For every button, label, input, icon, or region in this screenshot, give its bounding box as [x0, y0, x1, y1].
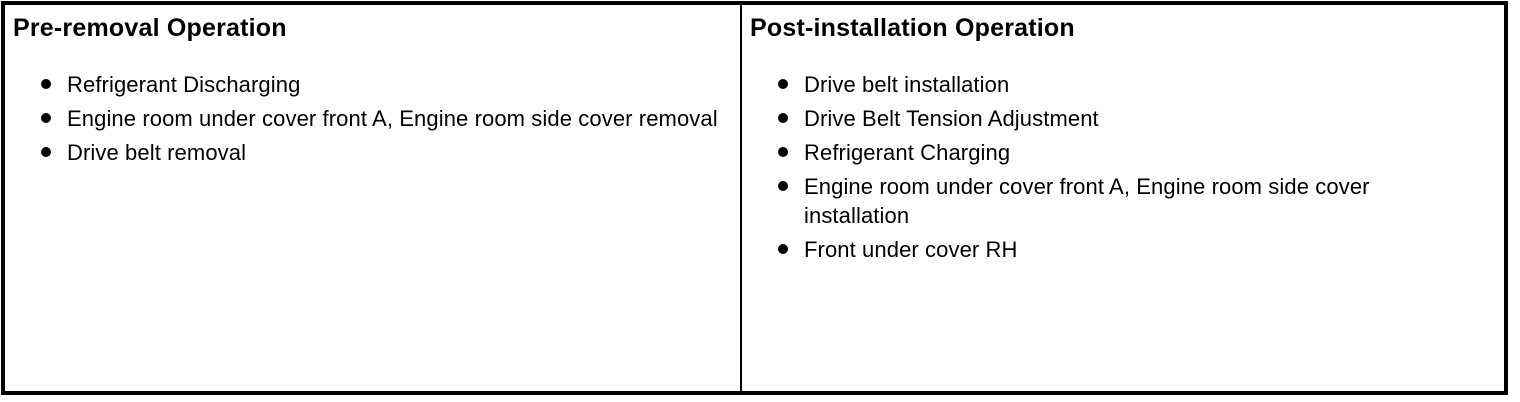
list-item-label: Refrigerant Discharging — [67, 72, 301, 97]
list-item: Drive belt removal — [41, 138, 730, 167]
list-item: Front under cover RH — [778, 235, 1494, 264]
list-item-label: Front under cover RH — [804, 237, 1018, 262]
list-item: Drive Belt Tension Adjustment — [778, 104, 1494, 133]
list-item-label: Engine room under cover front A, Engine … — [67, 106, 718, 131]
bullet-icon — [778, 181, 788, 191]
post-installation-header: Post-installation Operation — [750, 14, 1075, 42]
post-installation-list: Drive belt installation Drive Belt Tensi… — [750, 70, 1494, 264]
bullet-icon — [41, 79, 51, 89]
list-item: Refrigerant Discharging — [41, 70, 730, 99]
pre-removal-list: Refrigerant Discharging Engine room unde… — [13, 70, 730, 167]
list-item-label: Drive belt installation — [804, 72, 1010, 97]
pre-removal-column: Pre-removal Operation Refrigerant Discha… — [5, 5, 742, 391]
bullet-icon — [778, 147, 788, 157]
post-installation-column: Post-installation Operation Drive belt i… — [742, 5, 1504, 391]
operations-table: Pre-removal Operation Refrigerant Discha… — [1, 1, 1508, 395]
list-item: Engine room under cover front A, Engine … — [778, 172, 1494, 230]
list-item: Engine room under cover front A, Engine … — [41, 104, 730, 133]
list-item: Drive belt installation — [778, 70, 1494, 99]
list-item-label: Drive Belt Tension Adjustment — [804, 106, 1099, 131]
list-item: Refrigerant Charging — [778, 138, 1494, 167]
bullet-icon — [41, 147, 51, 157]
list-item-label: Engine room under cover front A, Engine … — [804, 174, 1370, 228]
pre-removal-header: Pre-removal Operation — [13, 14, 287, 42]
bullet-icon — [778, 79, 788, 89]
bullet-icon — [778, 244, 788, 254]
list-item-label: Refrigerant Charging — [804, 140, 1011, 165]
bullet-icon — [778, 113, 788, 123]
bullet-icon — [41, 113, 51, 123]
list-item-label: Drive belt removal — [67, 140, 247, 165]
